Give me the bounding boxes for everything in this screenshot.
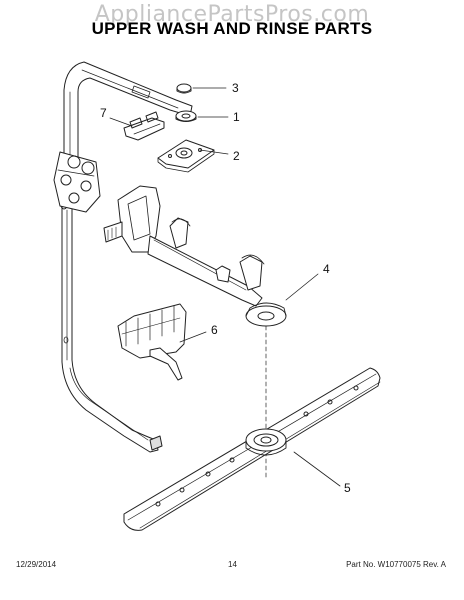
- callout-5: 5: [344, 481, 351, 495]
- watermark: AppliancePartsPros.com: [94, 2, 370, 27]
- part-7-clip: [123, 111, 165, 141]
- callout-3: 3: [232, 81, 239, 95]
- upper-spray-conduit: [53, 61, 193, 453]
- page-title: UPPER WASH AND RINSE PARTS: [91, 19, 373, 38]
- callout-4: 4: [323, 262, 330, 276]
- callout-2: 2: [233, 149, 240, 163]
- footer-date: 12/29/2014: [16, 560, 57, 569]
- part-1-bearing: [175, 110, 197, 122]
- part-4-manifold: [103, 185, 287, 481]
- leader-lines: [109, 87, 341, 487]
- part-6-holder: [117, 303, 187, 381]
- footer-part-number: Part No. W10770075 Rev. A: [346, 560, 446, 569]
- part-3-cap: [176, 83, 192, 94]
- footer-page-number: 14: [228, 560, 237, 569]
- callout-1: 1: [233, 110, 240, 124]
- part-2-fitting: [157, 139, 215, 173]
- callout-7: 7: [100, 106, 107, 120]
- callout-6: 6: [211, 323, 218, 337]
- part-5-spray-arm: [123, 367, 381, 531]
